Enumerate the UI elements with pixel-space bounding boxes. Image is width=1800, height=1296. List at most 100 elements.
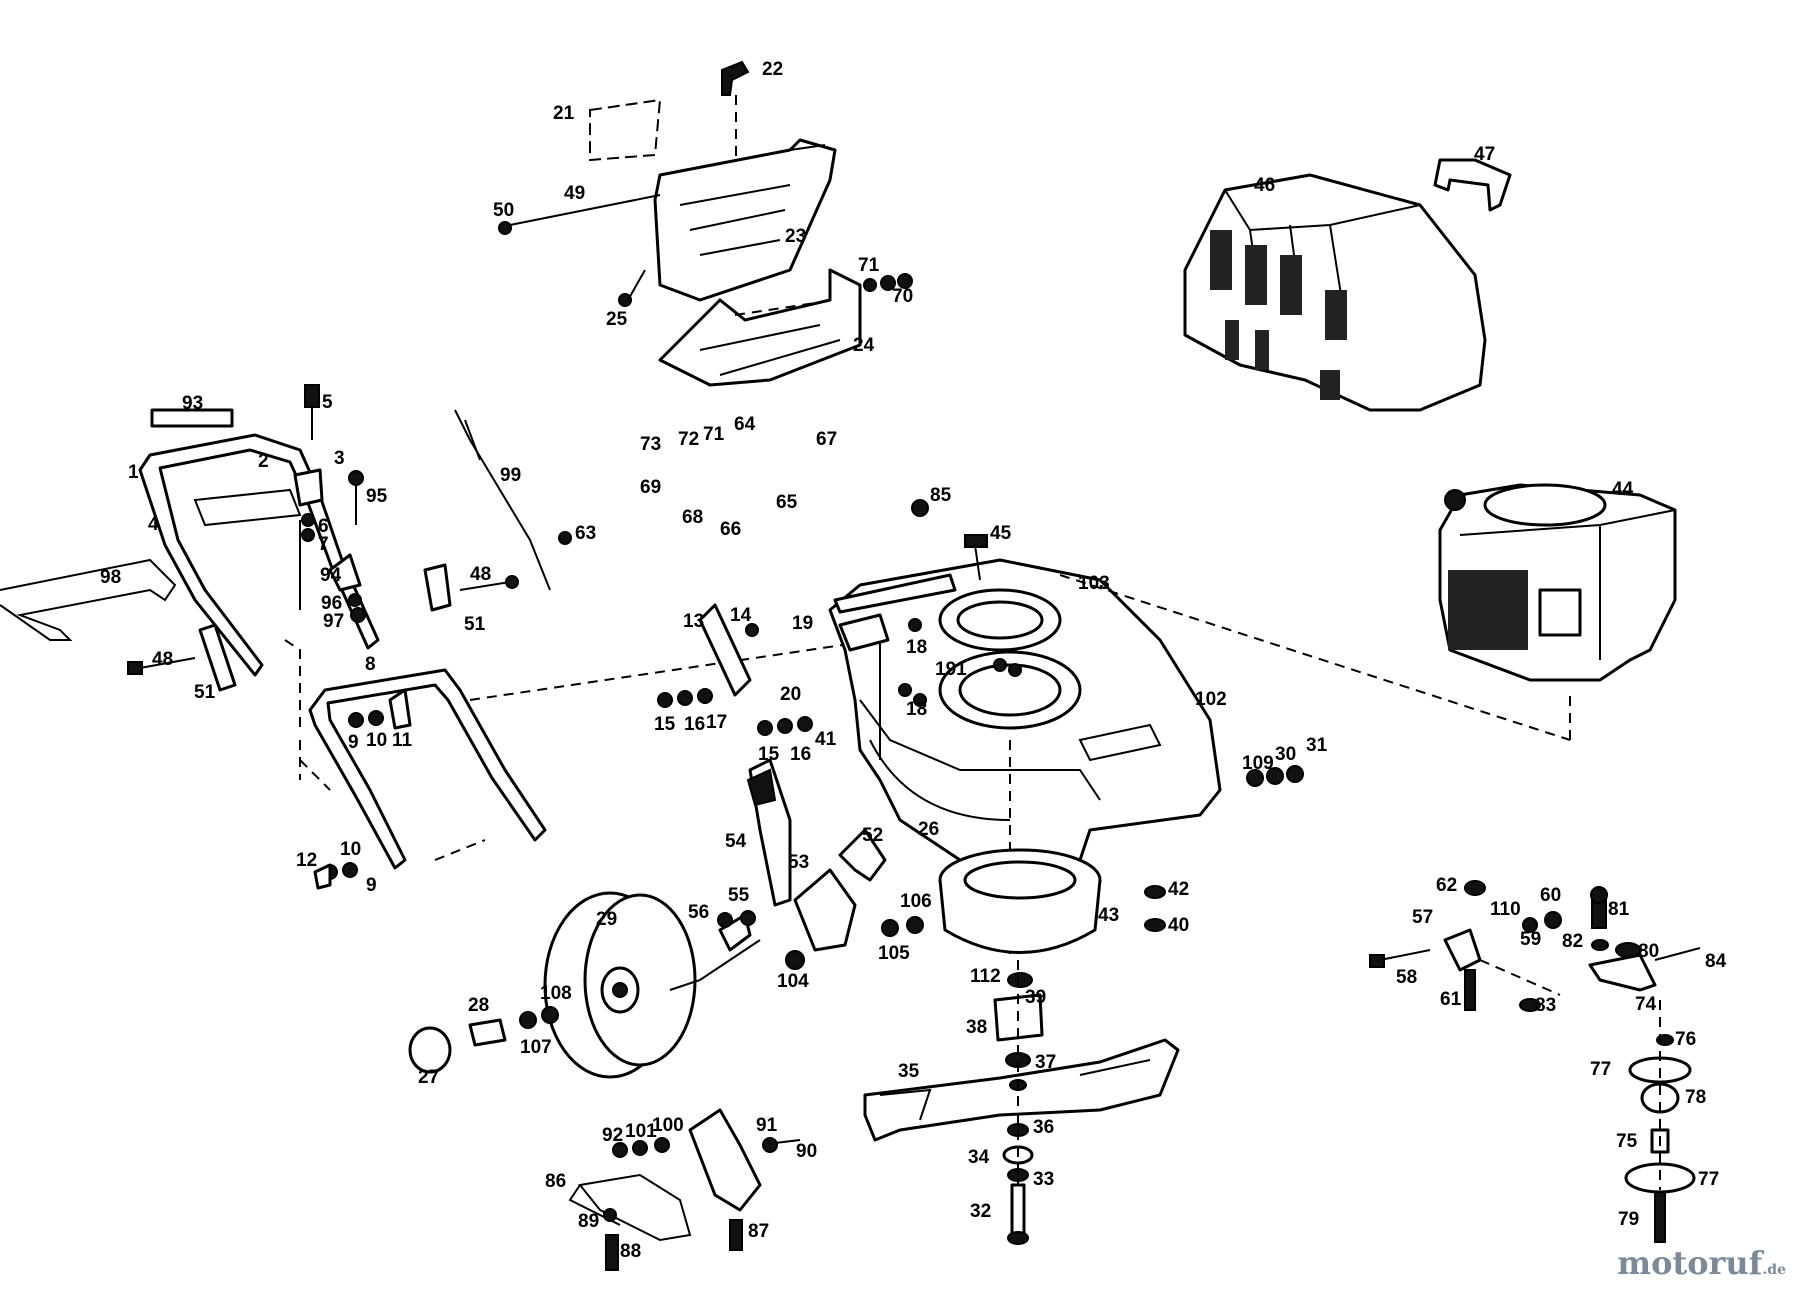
callout-label: 31 bbox=[1306, 735, 1328, 756]
callout-label: 4 bbox=[148, 514, 159, 535]
callout-label: 10 bbox=[366, 730, 388, 751]
callout-label: 51 bbox=[464, 614, 486, 635]
callout-label: 71 bbox=[858, 255, 880, 276]
callout-label: 14 bbox=[730, 605, 752, 626]
callout-label: 77 bbox=[1698, 1169, 1720, 1190]
callout-label: 88 bbox=[620, 1241, 642, 1262]
callout-label: 78 bbox=[1685, 1087, 1707, 1108]
callout-label: 112 bbox=[970, 966, 1001, 987]
callout-label: 9 bbox=[366, 875, 377, 896]
callout-label: 71 bbox=[703, 424, 725, 445]
callout-label: 42 bbox=[1168, 879, 1190, 900]
callout-label: 48 bbox=[470, 564, 492, 585]
callout-label: 87 bbox=[748, 1221, 770, 1242]
bag-frame-assembly bbox=[498, 60, 913, 387]
callout-label: 15 bbox=[758, 744, 780, 765]
callout-label: 67 bbox=[816, 429, 838, 450]
brand-suffix: .de bbox=[1762, 1262, 1786, 1278]
callout-label: 107 bbox=[520, 1037, 552, 1058]
callout-label: 91 bbox=[756, 1115, 778, 1136]
callout-label: 96 bbox=[321, 593, 343, 614]
callout-label: 32 bbox=[970, 1201, 992, 1222]
callout-label: 6 bbox=[318, 516, 329, 537]
engine bbox=[1438, 483, 1677, 682]
callout-label: 86 bbox=[545, 1171, 567, 1192]
callout-label: 77 bbox=[1590, 1059, 1612, 1080]
callout-label: 34 bbox=[968, 1147, 990, 1168]
callout-label: 41 bbox=[815, 729, 837, 750]
rear-flap bbox=[568, 1108, 801, 1271]
callout-label: 84 bbox=[1705, 951, 1727, 972]
callout-label: 23 bbox=[785, 226, 807, 247]
callout-label: 28 bbox=[468, 995, 490, 1016]
callout-label: 99 bbox=[500, 465, 522, 486]
rear-wheel-assembly bbox=[408, 758, 924, 1079]
callout-label: 100 bbox=[652, 1115, 684, 1136]
callout-label: 94 bbox=[320, 565, 342, 586]
callout-label: 65 bbox=[776, 492, 798, 513]
callout-label: 69 bbox=[640, 477, 662, 498]
callout-label: 97 bbox=[323, 611, 345, 632]
callout-label: 7 bbox=[318, 534, 329, 555]
callout-label: 13 bbox=[683, 611, 705, 632]
callout-label: 19 bbox=[792, 613, 814, 634]
callout-label: 93 bbox=[182, 393, 204, 414]
callout-label: 26 bbox=[918, 819, 940, 840]
callout-label: 38 bbox=[966, 1017, 988, 1038]
callout-label: 106 bbox=[900, 891, 932, 912]
callout-label: 25 bbox=[606, 309, 628, 330]
blade-assembly bbox=[863, 848, 1180, 1245]
callout-label: 18 bbox=[906, 637, 928, 658]
callout-label: 40 bbox=[1168, 915, 1190, 936]
callout-label: 2 bbox=[258, 451, 269, 472]
callout-label: 63 bbox=[575, 523, 597, 544]
callout-label: 109 bbox=[1242, 753, 1274, 774]
callout-label: 55 bbox=[728, 885, 750, 906]
callout-label: 37 bbox=[1035, 1052, 1057, 1073]
callout-label: 22 bbox=[762, 59, 784, 80]
callout-label: 9 bbox=[348, 732, 359, 753]
callout-label: 36 bbox=[1033, 1117, 1055, 1138]
callout-label: 54 bbox=[725, 831, 747, 852]
callout-label: 58 bbox=[1396, 967, 1418, 988]
callout-label: 24 bbox=[853, 335, 875, 356]
upper-handle bbox=[0, 384, 519, 692]
callout-label: 18 bbox=[906, 699, 928, 720]
callout-label: 81 bbox=[1608, 899, 1630, 920]
callout-label: 17 bbox=[706, 712, 728, 733]
callout-label: 56 bbox=[688, 902, 710, 923]
grass-bag bbox=[1183, 158, 1512, 412]
callout-label: 46 bbox=[1254, 175, 1276, 196]
callout-label: 15 bbox=[654, 714, 676, 735]
callout-label: 11 bbox=[392, 730, 413, 751]
callout-label: 39 bbox=[1025, 987, 1047, 1008]
callout-label: 82 bbox=[1562, 931, 1584, 952]
callout-label: 104 bbox=[777, 971, 809, 992]
callout-label: 3 bbox=[334, 448, 345, 469]
callout-label: 105 bbox=[878, 943, 910, 964]
callout-label: 35 bbox=[898, 1061, 920, 1082]
mower-deck bbox=[657, 499, 1571, 960]
callout-label: 51 bbox=[194, 682, 216, 703]
height-adjuster bbox=[1369, 880, 1701, 1243]
callout-label: 64 bbox=[734, 414, 756, 435]
callout-label: 16 bbox=[790, 744, 812, 765]
callout-label: 108 bbox=[540, 983, 572, 1004]
callout-label: 45 bbox=[990, 523, 1012, 544]
callout-label: 62 bbox=[1436, 875, 1458, 896]
callout-label: 80 bbox=[1638, 941, 1660, 962]
callout-label: 68 bbox=[682, 507, 704, 528]
callout-label: 61 bbox=[1440, 989, 1462, 1010]
callout-label: 72 bbox=[678, 429, 700, 450]
callout-label: 101 bbox=[625, 1121, 657, 1142]
callout-label: 1 bbox=[128, 462, 139, 483]
callout-label: 48 bbox=[152, 649, 174, 670]
callout-label: 73 bbox=[640, 434, 662, 455]
callout-label: 90 bbox=[796, 1141, 818, 1162]
callout-label: 27 bbox=[418, 1067, 440, 1088]
callout-label: 16 bbox=[684, 714, 706, 735]
callout-label: 59 bbox=[1520, 929, 1542, 950]
callout-label: 44 bbox=[1612, 479, 1634, 500]
